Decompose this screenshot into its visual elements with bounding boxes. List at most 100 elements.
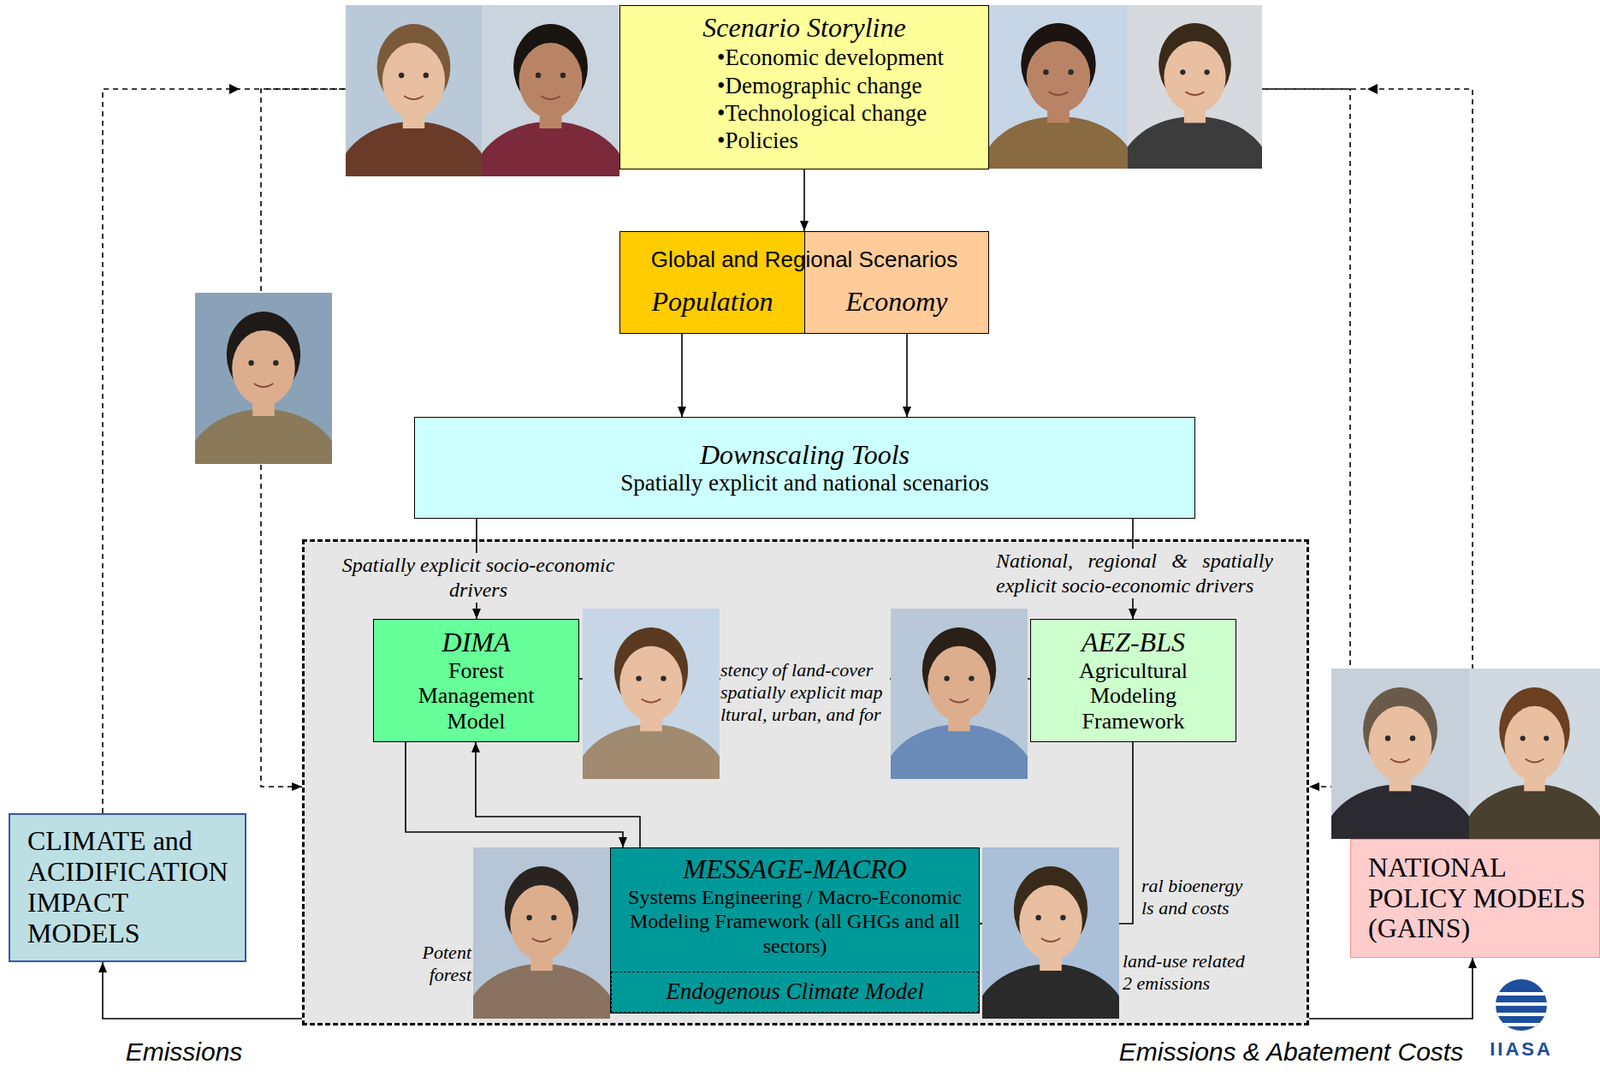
connector (260, 88, 620, 787)
logo-text: IIASA (1480, 1038, 1563, 1060)
photo-shoulders (982, 963, 1120, 1019)
photo-neck (402, 104, 425, 129)
photo-face (1019, 884, 1083, 960)
connector (681, 332, 683, 417)
photo-face (1026, 41, 1091, 113)
logo-stripes (1492, 991, 1553, 1026)
portrait-photo (464, 847, 618, 1076)
portrait-photo (1120, 5, 1271, 228)
economy-panel: Economy (804, 231, 989, 333)
photo-face (1368, 705, 1432, 782)
note-label: land-use related 2 emissions (1122, 949, 1251, 995)
photo-shoulders (345, 121, 482, 177)
model-box: DIMAForest Management Model (373, 618, 580, 742)
photo-face (382, 42, 445, 119)
photo-background (345, 5, 482, 177)
label-holder: IIASA (1480, 1038, 1563, 1060)
text-holder: Economy (808, 285, 985, 318)
photo-eye (1060, 914, 1066, 920)
photo-eye (1042, 69, 1049, 75)
iiasa-logo (1492, 978, 1553, 1031)
node-text: Endogenous Climate Model (616, 978, 973, 1005)
photo-shoulders (473, 963, 611, 1019)
photo-shoulders (989, 116, 1128, 169)
node-text: CLIMATE and ACIDIFICATION IMPACT MODELS (27, 825, 237, 949)
text-holder: Forest Management Model (379, 657, 574, 735)
portrait-photo (337, 5, 490, 238)
portrait-photo (1461, 668, 1600, 901)
photo-hair (1362, 687, 1438, 773)
photo-eye (635, 675, 641, 681)
node-text: Spatially explicit and national scenario… (423, 469, 1186, 497)
scenario-box: Global and Regional ScenariosPopulationE… (619, 231, 990, 334)
label-holder: stency of land-cover spatially explicit … (720, 658, 890, 727)
connector (989, 88, 1473, 839)
connector (405, 741, 623, 848)
text-holder: Systems Engineering / Macro-Economic Mod… (619, 884, 971, 959)
portrait-photo (882, 608, 1036, 841)
photo-background (1127, 5, 1263, 169)
photo-eye (1385, 734, 1391, 741)
text-holder: Agricultural Modeling Framework (1036, 657, 1231, 735)
connector (579, 677, 1031, 680)
photo-mouth (403, 95, 423, 100)
connector (1309, 957, 1473, 1019)
region-ground (304, 541, 1307, 1023)
photo-mouth (1041, 937, 1061, 942)
text-holder: •Economic development (628, 43, 980, 72)
photo-content (481, 5, 620, 177)
note-label: Potent forest (414, 941, 472, 986)
text-holder: •Policies (628, 126, 980, 155)
photo-neck (252, 391, 275, 416)
photo-background (195, 292, 332, 464)
photo-content (982, 847, 1120, 1019)
photo-neck (1039, 946, 1062, 971)
connector (475, 741, 640, 848)
photo-background (473, 847, 611, 1019)
connector (979, 741, 1133, 924)
photo-face (927, 645, 991, 722)
photo-mouth (1048, 91, 1069, 95)
photo-content (582, 608, 720, 779)
text-holder: Spatially explicit socio-economic driver… (339, 552, 617, 603)
population-panel: Population (620, 231, 805, 333)
photo-face (509, 884, 574, 960)
photo-background (890, 608, 1028, 779)
photo-face (1163, 41, 1226, 113)
storyline-box: Scenario Storyline•Economic development •… (619, 5, 990, 170)
photo-eye (248, 360, 254, 366)
photo-face (1504, 705, 1565, 782)
connector (475, 518, 478, 619)
node-text: Global and Regional Scenarios (620, 247, 989, 273)
photo-eye (560, 72, 566, 78)
photo-eye (1410, 734, 1416, 741)
text-holder: NATIONAL POLICY MODELS (GAINS) (1368, 852, 1596, 944)
photo-neck (948, 706, 971, 731)
photo-eye (551, 914, 557, 920)
text-holder: Endogenous Climate Model (616, 978, 973, 1005)
text-holder: National, regional & spatially explicit … (995, 548, 1274, 599)
photo-hair (1499, 687, 1571, 773)
node-text: Scenario Storyline (628, 11, 980, 44)
photo-content (989, 5, 1128, 169)
photo-eye (1543, 735, 1549, 741)
photo-neck (1523, 766, 1545, 791)
text-holder: CLIMATE and ACIDIFICATION IMPACT MODELS (27, 825, 237, 949)
arrowhead (229, 83, 240, 95)
node-text: Downscaling Tools (423, 438, 1186, 471)
photo-shoulders (582, 723, 720, 779)
model-region: Spatially explicit socio-economic driver… (302, 539, 1310, 1026)
photo-eye (660, 675, 666, 681)
photo-eye (968, 675, 974, 681)
photo-shoulders (1127, 116, 1263, 169)
portrait-photo (1322, 668, 1477, 901)
photo-background (582, 608, 720, 779)
label-holder: Emissions & Abatement Costs (1098, 1037, 1484, 1066)
portrait-photo (574, 608, 728, 841)
model-box: AEZ-BLSAgricultural Modeling Framework (1030, 618, 1237, 742)
connector (989, 88, 1351, 787)
label-holder: ral bioenergy ls and costs (1141, 874, 1248, 919)
photo-content (473, 847, 611, 1019)
photo-content (345, 5, 482, 177)
photo-shoulders (481, 121, 620, 177)
